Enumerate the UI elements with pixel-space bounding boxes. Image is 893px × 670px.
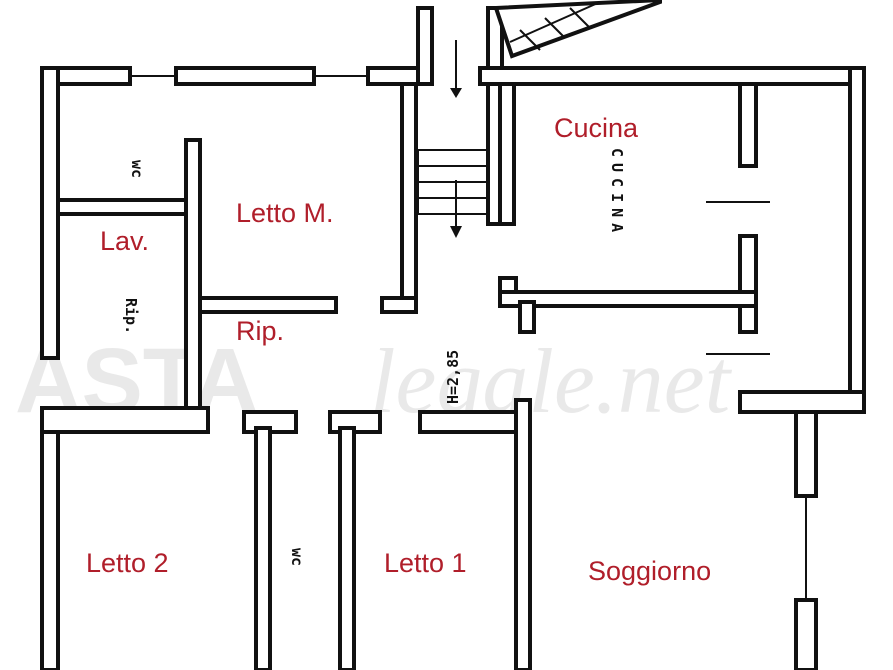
external-stair-step xyxy=(519,29,541,51)
arrow-down-icon xyxy=(450,88,462,98)
wall-cucina-left xyxy=(498,82,516,226)
wall-top-right xyxy=(478,66,866,86)
wall-cucina-right-upper xyxy=(738,82,758,168)
wall-soggiorno-left xyxy=(514,398,532,670)
wall-letto-m-stub xyxy=(380,296,418,314)
external-stair xyxy=(493,0,662,59)
wc-upper-label: wc xyxy=(128,160,146,178)
cucina-vertical-label: CUCINA xyxy=(608,148,626,238)
room-label-letto-2: Letto 2 xyxy=(86,548,169,578)
plan-annotations: wc wc Rip. CUCINA H=2,85 xyxy=(122,148,626,566)
wall-mid-left xyxy=(40,406,210,434)
room-label-rip: Rip. xyxy=(236,316,284,346)
wc-lower-label: wc xyxy=(288,548,306,566)
wall-cucina-bottom-post xyxy=(518,300,536,334)
room-label-cucina: Cucina xyxy=(554,113,639,143)
wall-mid-right xyxy=(738,390,866,414)
wall-letto-m-right xyxy=(400,82,418,311)
staircase xyxy=(417,0,662,238)
wall-mid-4 xyxy=(418,410,532,434)
wall-top-2 xyxy=(174,66,316,86)
stair-wall-left xyxy=(416,6,434,86)
wall-wc-bottom xyxy=(56,198,188,216)
room-label-soggiorno: Soggiorno xyxy=(588,556,711,586)
room-label-letto-m: Letto M. xyxy=(236,198,334,228)
room-label-lav: Lav. xyxy=(100,226,149,256)
external-stair-step xyxy=(544,17,566,39)
room-labels: Cucina Letto M. Lav. Rip. Letto 2 Letto … xyxy=(86,113,711,586)
external-stair-step xyxy=(569,7,591,29)
wall-left-lower xyxy=(40,406,60,670)
wall-soggiorno-right-lower xyxy=(794,598,818,670)
wall-wc-right xyxy=(184,138,202,417)
wall-soggiorno-right xyxy=(794,410,818,498)
wall-cucina-right-lower xyxy=(738,234,758,334)
rip-vertical-label: Rip. xyxy=(122,298,140,334)
wall-wc-lower-right xyxy=(338,426,356,670)
height-label: H=2,85 xyxy=(444,350,462,404)
room-label-letto-1: Letto 1 xyxy=(384,548,467,578)
wall-cucina-bottom xyxy=(498,290,758,308)
arrow-down-icon xyxy=(450,226,462,238)
wall-right xyxy=(848,66,866,414)
wall-letto-m-bottom xyxy=(198,296,338,314)
wall-wc-lower-left xyxy=(254,426,272,670)
walls xyxy=(40,6,866,670)
wall-left-upper xyxy=(40,66,60,360)
